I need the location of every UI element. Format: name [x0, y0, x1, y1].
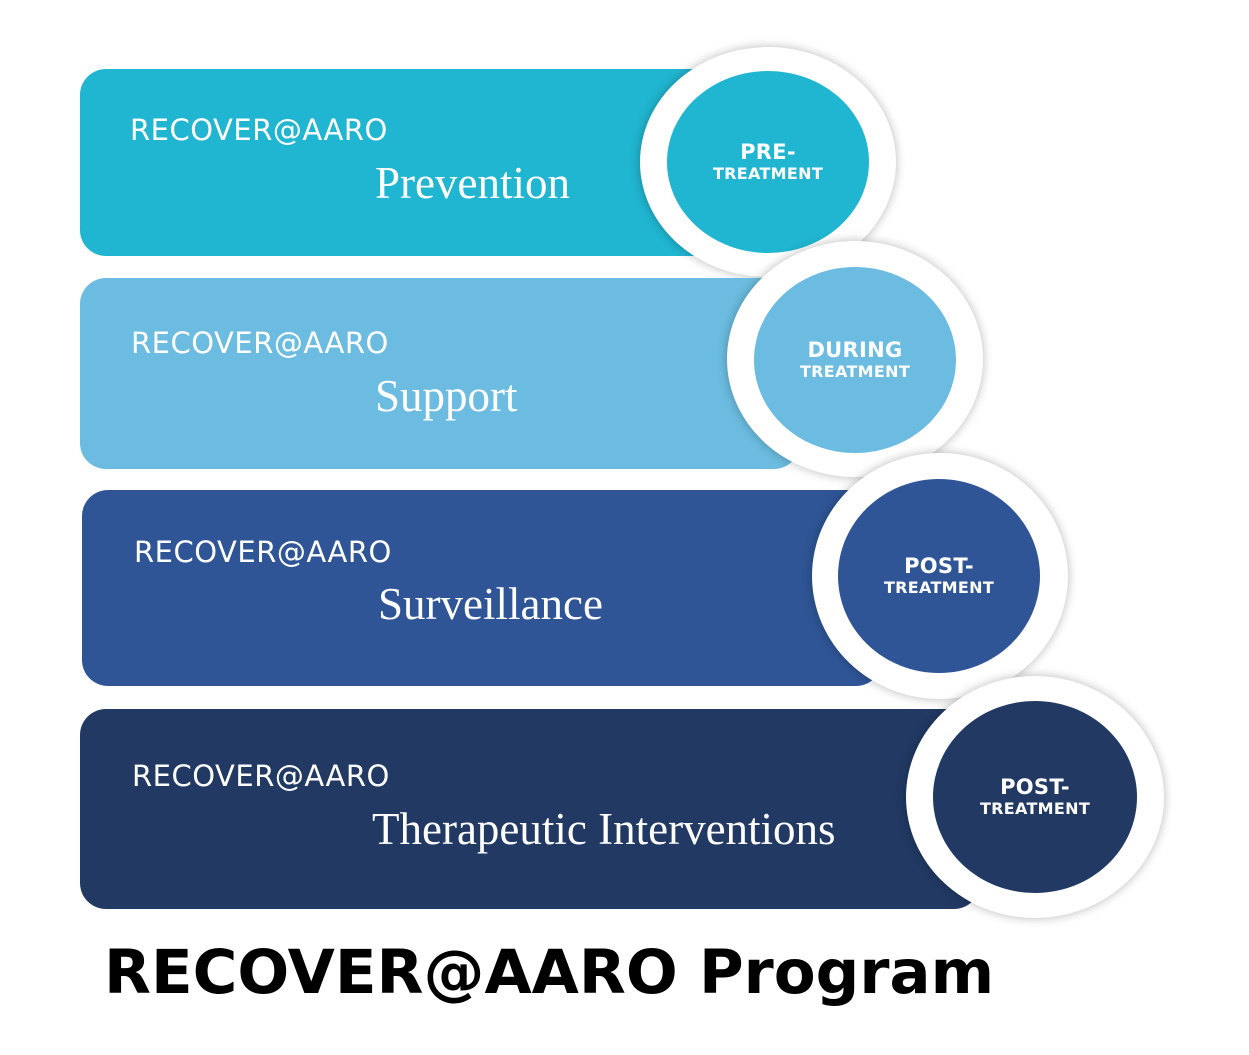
phase-badge-post-treatment: POST- TREATMENT — [838, 479, 1040, 673]
phase-line1: POST- — [904, 554, 974, 579]
phase-line2: TREATMENT — [799, 361, 911, 381]
phase-line2: TREATMENT — [883, 577, 995, 597]
program-title: RECOVER@AARO Program — [104, 937, 995, 1008]
tier-label: RECOVER@AARO — [131, 326, 389, 360]
phase-line1: PRE- — [740, 140, 796, 165]
tier-label: RECOVER@AARO — [134, 535, 392, 569]
phase-line1: POST- — [1000, 775, 1070, 800]
tier-title: Surveillance — [378, 579, 603, 629]
bar-surveillance — [82, 490, 882, 686]
tier-title: Therapeutic Interventions — [372, 804, 836, 854]
bar-therapeutic-interventions — [80, 709, 980, 909]
bar-prevention — [80, 69, 730, 256]
phase-badge-pre-treatment: PRE- TREATMENT — [667, 71, 869, 253]
bar-support — [80, 278, 800, 469]
tier-title: Prevention — [375, 158, 570, 208]
phase-line2: TREATMENT — [712, 163, 824, 183]
phase-line1: DURING — [807, 338, 903, 363]
tier-title: Support — [375, 371, 518, 421]
tier-label: RECOVER@AARO — [132, 759, 390, 793]
phase-line2: TREATMENT — [979, 798, 1091, 818]
phase-badge-post-treatment: POST- TREATMENT — [933, 701, 1137, 893]
tier-label: RECOVER@AARO — [130, 113, 388, 147]
phase-badge-during-treatment: DURING TREATMENT — [754, 267, 956, 453]
